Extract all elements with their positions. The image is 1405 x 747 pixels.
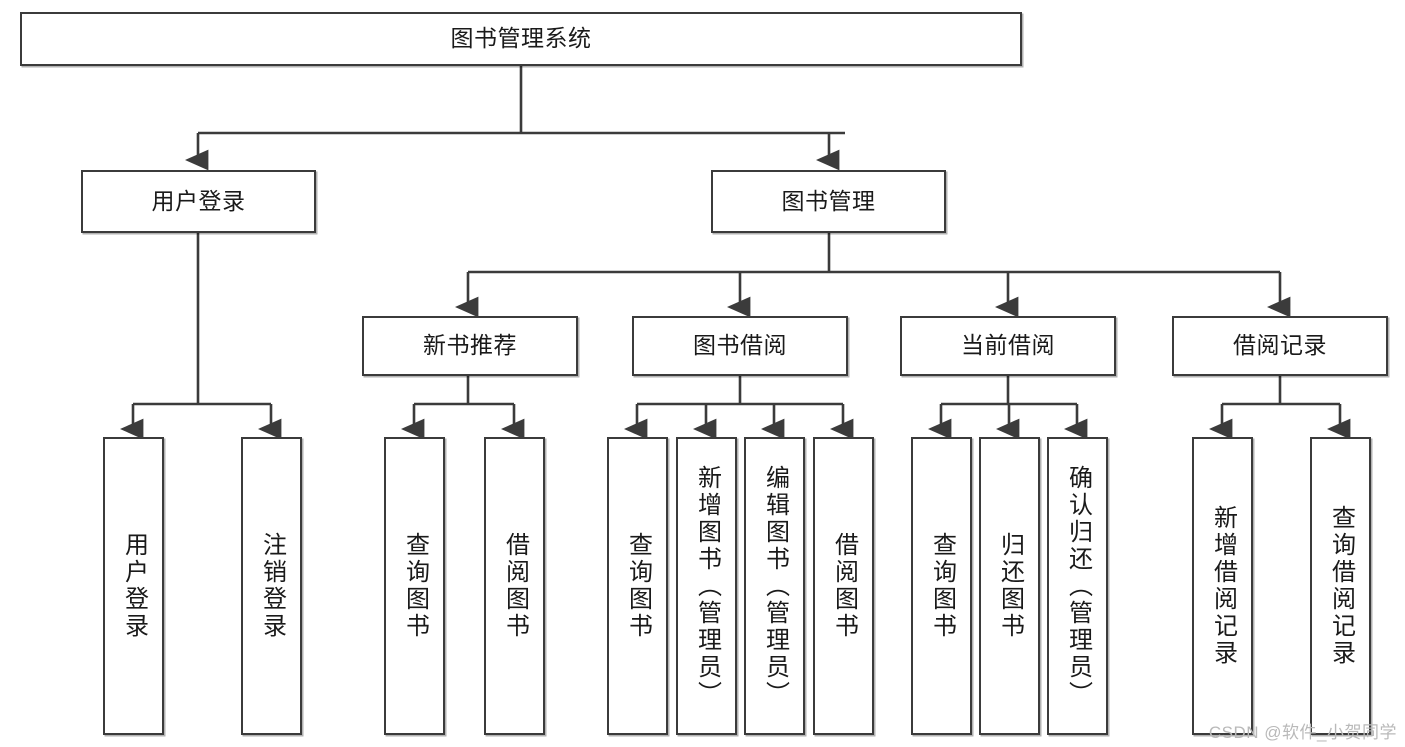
node-current-borrow-label: 当前借阅 [961, 332, 1055, 359]
node-root-label: 图书管理系统 [450, 25, 592, 52]
node-leaf-borrow-book-2[interactable]: 借阅图书 [813, 437, 874, 735]
node-new-book-rec-label: 新书推荐 [423, 332, 517, 359]
node-borrow-record-label: 借阅记录 [1233, 332, 1327, 359]
node-borrow-record[interactable]: 借阅记录 [1172, 316, 1388, 376]
node-leaf-add-record[interactable]: 新增借阅记录 [1192, 437, 1253, 735]
node-user-login[interactable]: 用户登录 [81, 170, 316, 233]
node-leaf-query-book-2[interactable]: 查询图书 [607, 437, 668, 735]
node-leaf-return-book[interactable]: 归还图书 [979, 437, 1040, 735]
node-leaf-return-book-label: 归还图书 [996, 532, 1024, 640]
node-leaf-query-book-1[interactable]: 查询图书 [384, 437, 445, 735]
node-leaf-query-book-1-label: 查询图书 [401, 532, 429, 640]
node-book-manage[interactable]: 图书管理 [711, 170, 946, 233]
node-current-borrow[interactable]: 当前借阅 [900, 316, 1116, 376]
node-leaf-borrow-book-1-label: 借阅图书 [501, 532, 529, 640]
node-leaf-logout[interactable]: 注销登录 [241, 437, 302, 735]
node-book-borrow[interactable]: 图书借阅 [632, 316, 848, 376]
node-leaf-user-login[interactable]: 用户登录 [103, 437, 164, 735]
node-user-login-label: 用户登录 [151, 187, 246, 214]
node-book-borrow-label: 图书借阅 [693, 332, 787, 359]
node-leaf-add-record-label: 新增借阅记录 [1209, 505, 1237, 667]
node-leaf-query-book-3-label: 查询图书 [928, 532, 956, 640]
node-leaf-logout-label: 注销登录 [258, 532, 286, 640]
node-leaf-add-book-label: 新增图书（管理员） [693, 464, 721, 708]
node-leaf-add-book[interactable]: 新增图书（管理员） [676, 437, 737, 735]
node-leaf-query-record-label: 查询借阅记录 [1327, 505, 1355, 667]
node-leaf-query-book-2-label: 查询图书 [624, 532, 652, 640]
node-leaf-confirm-return[interactable]: 确认归还（管理员） [1047, 437, 1108, 735]
node-leaf-user-login-label: 用户登录 [120, 532, 148, 640]
node-book-manage-label: 图书管理 [781, 187, 876, 214]
node-leaf-edit-book-label: 编辑图书（管理员） [761, 464, 789, 708]
node-leaf-edit-book[interactable]: 编辑图书（管理员） [744, 437, 805, 735]
node-new-book-rec[interactable]: 新书推荐 [362, 316, 578, 376]
node-root[interactable]: 图书管理系统 [20, 12, 1022, 66]
node-leaf-confirm-return-label: 确认归还（管理员） [1064, 464, 1092, 708]
node-leaf-query-book-3[interactable]: 查询图书 [911, 437, 972, 735]
node-leaf-borrow-book-2-label: 借阅图书 [830, 532, 858, 640]
node-leaf-borrow-book-1[interactable]: 借阅图书 [484, 437, 545, 735]
node-leaf-query-record[interactable]: 查询借阅记录 [1310, 437, 1371, 735]
